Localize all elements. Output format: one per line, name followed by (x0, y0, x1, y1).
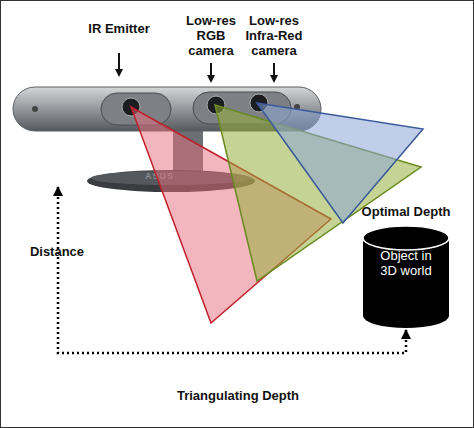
led (294, 104, 300, 110)
node-heading: Optimal Depth (339, 204, 473, 219)
ir-emitter-cone (131, 107, 331, 323)
cylinder-top (363, 226, 449, 250)
text-label: IR Emitter (79, 21, 159, 36)
edge-label: Triangulating Depth (138, 388, 338, 403)
stand-neck (173, 127, 203, 177)
text-label: Low-res RGB camera (179, 13, 243, 58)
camera-window (193, 92, 291, 124)
brand-text: ASUS (145, 171, 174, 181)
rgb-lens (207, 96, 225, 114)
depth-camera: ASUS (13, 83, 321, 187)
distance-connector (58, 187, 406, 353)
cylinder-body (363, 238, 449, 328)
ir-emitter-lens (122, 98, 140, 116)
stand-base (87, 170, 255, 192)
pointer-arrow (118, 53, 120, 73)
text-label: Distance (19, 244, 95, 259)
pointer-arrow (210, 63, 212, 79)
emitter-window (101, 93, 171, 125)
camera-housing (13, 87, 321, 131)
ir-camera-lens (250, 94, 268, 112)
text-label: Low-res Infra-Red camera (241, 13, 307, 58)
stand-base-top (91, 171, 251, 185)
led (32, 106, 38, 112)
pointer-arrow (273, 63, 275, 79)
node-text: Object in 3D world (371, 248, 441, 278)
object-cylinder: Optimal DepthObject in 3D world (359, 204, 453, 330)
